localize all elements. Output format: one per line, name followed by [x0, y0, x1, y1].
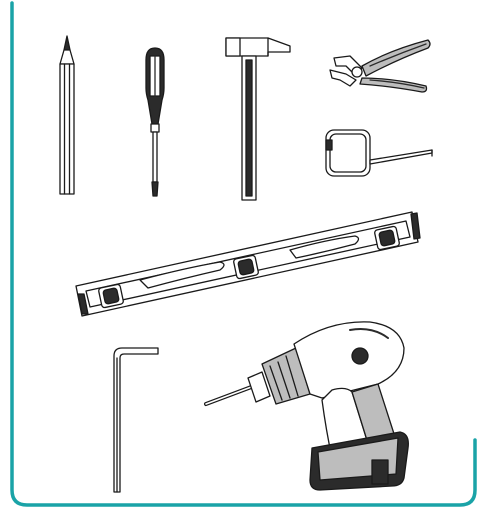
hex-key-icon [113, 347, 159, 493]
pencil-icon [59, 35, 75, 195]
hammer-icon [225, 37, 291, 201]
pliers-icon [329, 39, 431, 93]
tape-measure-icon [325, 129, 433, 177]
screwdriver-icon [145, 47, 165, 197]
frame-border [10, 1, 477, 507]
spirit-level-icon [75, 211, 421, 317]
cordless-drill-icon [204, 321, 409, 491]
